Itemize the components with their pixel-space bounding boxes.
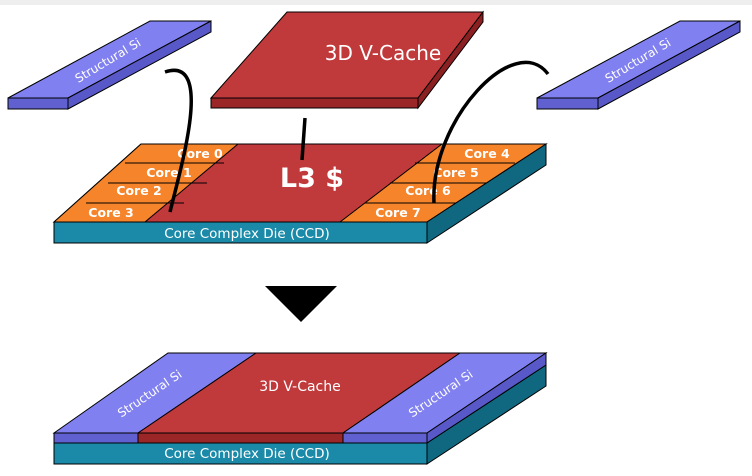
vcache-label: 3D V-Cache	[325, 41, 441, 65]
connector-right-curve	[432, 60, 550, 204]
structural-si-left-slab: Structural Si	[7, 20, 212, 110]
core-0-label: Core 0	[177, 146, 223, 161]
down-arrow-icon	[265, 286, 337, 322]
core-7-label: Core 7	[375, 205, 420, 220]
connector-left-curve	[164, 68, 193, 213]
core-1-label: Core 1	[146, 165, 191, 180]
connector-center-line	[300, 117, 307, 161]
structural-si-right-slab: Structural Si	[536, 20, 741, 110]
assembled-ccd-label: Core Complex Die (CCD)	[164, 446, 330, 462]
assembled-vcache-label: 3D V-Cache	[259, 379, 340, 395]
top-strip	[0, 0, 752, 5]
core-5-label: Core 5	[433, 165, 478, 180]
core-3-label: Core 3	[88, 205, 133, 220]
assembled-stack: Core Complex Die (CCD) Structural Si Str…	[52, 352, 548, 465]
ccd-die: Core Complex Die (CCD) L3 $ Core 0 Core …	[52, 143, 548, 244]
ccd-label: Core Complex Die (CCD)	[164, 226, 330, 242]
vcache-slab: 3D V-Cache	[209, 10, 485, 110]
core-4-label: Core 4	[464, 146, 510, 161]
l3-label: L3 $	[280, 163, 344, 194]
core-6-label: Core 6	[405, 183, 451, 198]
core-2-label: Core 2	[116, 183, 161, 198]
